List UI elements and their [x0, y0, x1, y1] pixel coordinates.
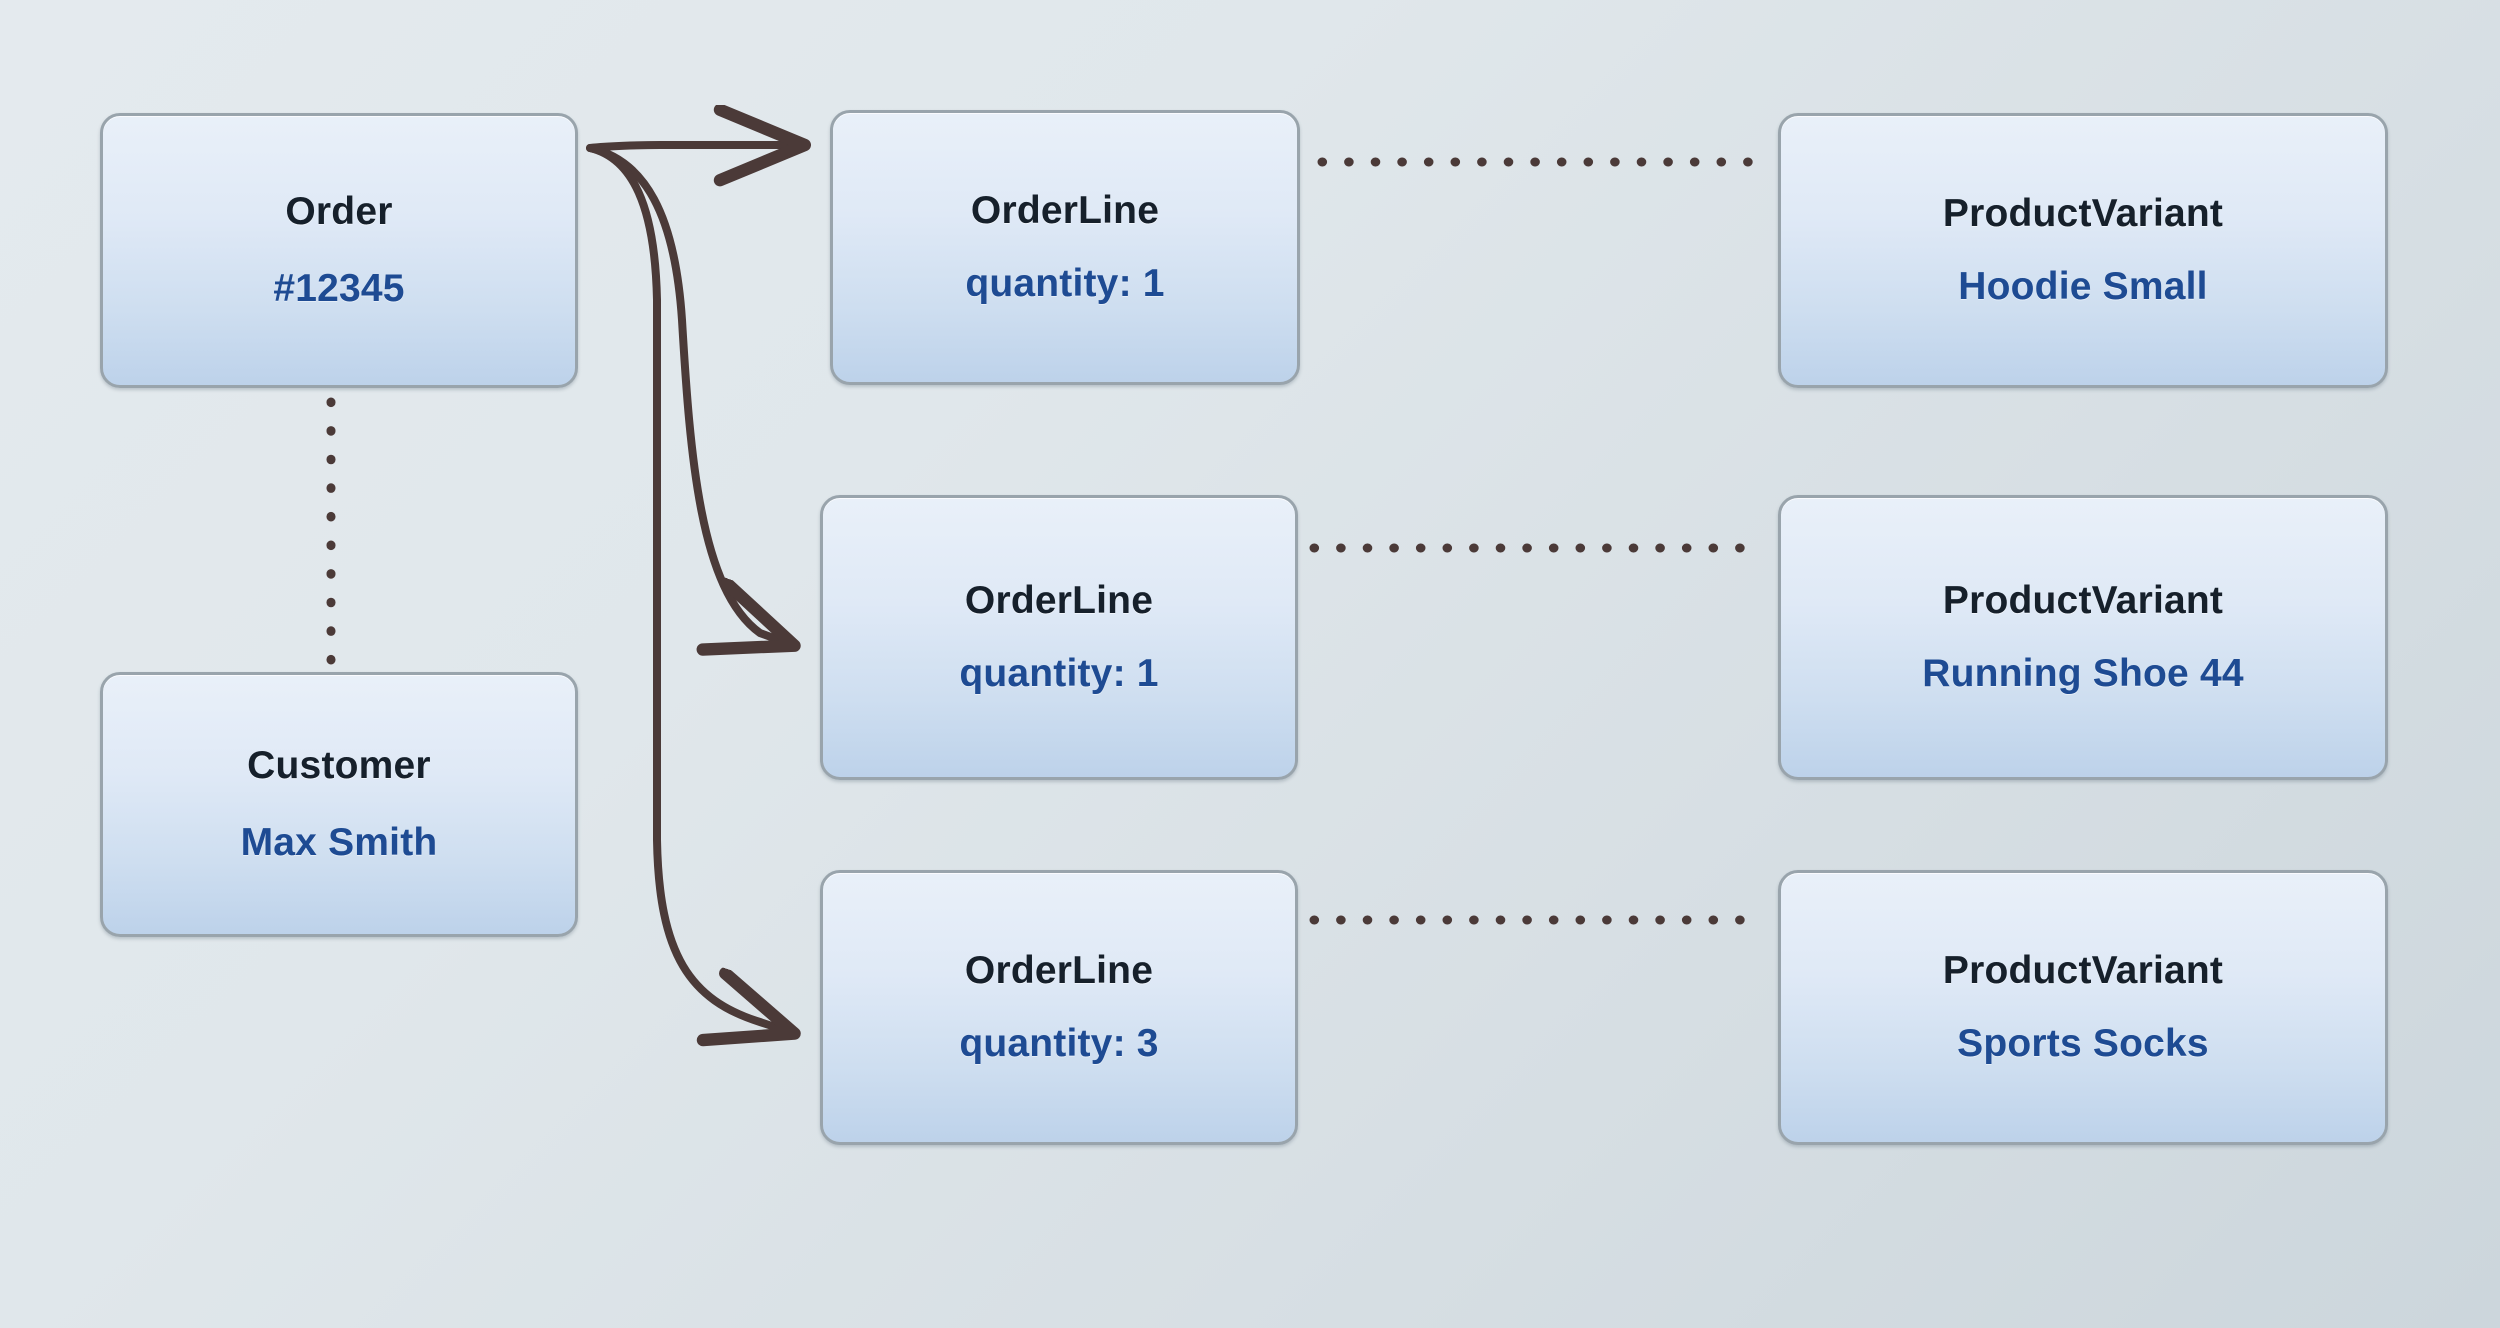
node-order[interactable]: Order #12345 — [100, 113, 578, 388]
node-productvariant-2[interactable]: ProductVariant Running Shoe 44 — [1778, 495, 2388, 780]
node-customer[interactable]: Customer Max Smith — [100, 672, 578, 937]
node-orderline-3-subtitle: quantity: 3 — [959, 1021, 1159, 1065]
node-productvariant-3-subtitle: Sports Socks — [1957, 1021, 2209, 1065]
edge-order-to-orderline-2 — [586, 144, 790, 644]
node-orderline-2[interactable]: OrderLine quantity: 1 — [820, 495, 1298, 780]
node-productvariant-1-subtitle: Hoodie Small — [1958, 264, 2208, 308]
node-productvariant-2-subtitle: Running Shoe 44 — [1922, 651, 2244, 695]
node-orderline-2-subtitle: quantity: 1 — [959, 651, 1159, 695]
node-order-title: Order — [285, 189, 393, 233]
node-customer-title: Customer — [247, 743, 431, 787]
node-productvariant-3[interactable]: ProductVariant Sports Socks — [1778, 870, 2388, 1145]
node-productvariant-1-title: ProductVariant — [1942, 191, 2224, 235]
node-productvariant-1[interactable]: ProductVariant Hoodie Small — [1778, 113, 2388, 388]
node-orderline-1[interactable]: OrderLine quantity: 1 — [830, 110, 1300, 385]
node-order-subtitle: #12345 — [273, 266, 405, 310]
node-orderline-1-title: OrderLine — [970, 188, 1160, 232]
node-orderline-2-title: OrderLine — [964, 578, 1154, 622]
node-orderline-3-title: OrderLine — [964, 948, 1154, 992]
node-customer-subtitle: Max Smith — [240, 820, 438, 864]
edge-order-to-orderline-1 — [586, 145, 800, 148]
node-orderline-3[interactable]: OrderLine quantity: 3 — [820, 870, 1298, 1145]
node-productvariant-3-title: ProductVariant — [1942, 948, 2224, 992]
node-orderline-1-subtitle: quantity: 1 — [965, 261, 1165, 305]
edge-order-to-orderline-3 — [586, 144, 790, 1032]
node-productvariant-2-title: ProductVariant — [1942, 578, 2224, 622]
